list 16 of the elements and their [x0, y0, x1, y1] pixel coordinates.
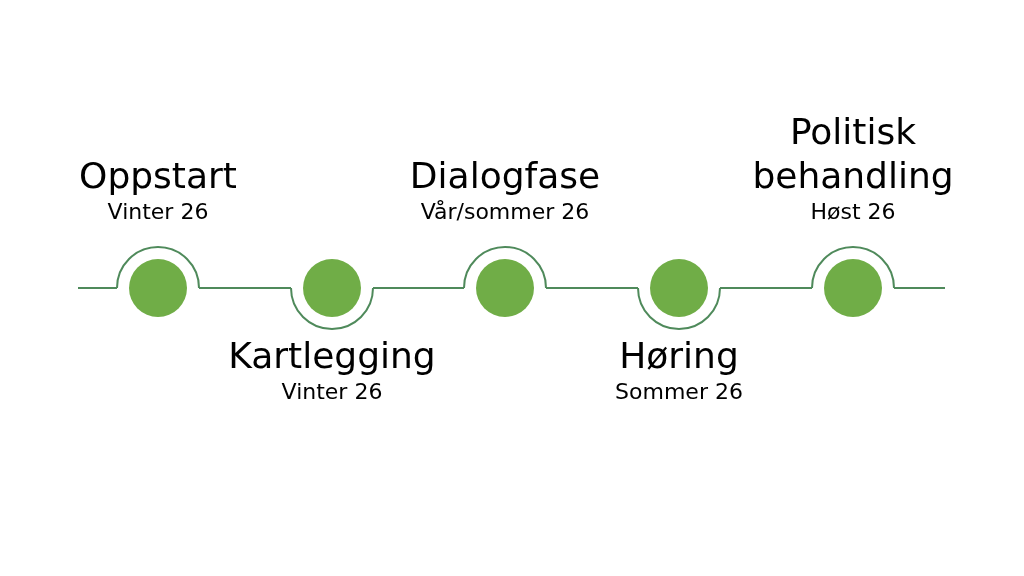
- timeline-line: [893, 287, 946, 289]
- milestone-date: Vinter 26: [281, 378, 383, 406]
- milestone-title: Kartlegging: [228, 334, 436, 378]
- timeline-line: [198, 287, 292, 289]
- milestone-date: Vinter 26: [107, 198, 209, 226]
- milestone-title: Dialogfase: [409, 154, 601, 198]
- milestone-title: Høring: [619, 334, 739, 378]
- timeline-line: [545, 287, 639, 289]
- milestone-title: Oppstart: [79, 154, 237, 198]
- milestone-date: Vår/sommer 26: [420, 198, 590, 226]
- milestone-date: Sommer 26: [615, 378, 743, 406]
- timeline-line: [372, 287, 465, 289]
- timeline-line: [77, 287, 118, 289]
- milestone-date: Høst 26: [810, 198, 896, 226]
- milestone-title: Politisk behandling: [751, 110, 955, 198]
- timeline-line: [719, 287, 813, 289]
